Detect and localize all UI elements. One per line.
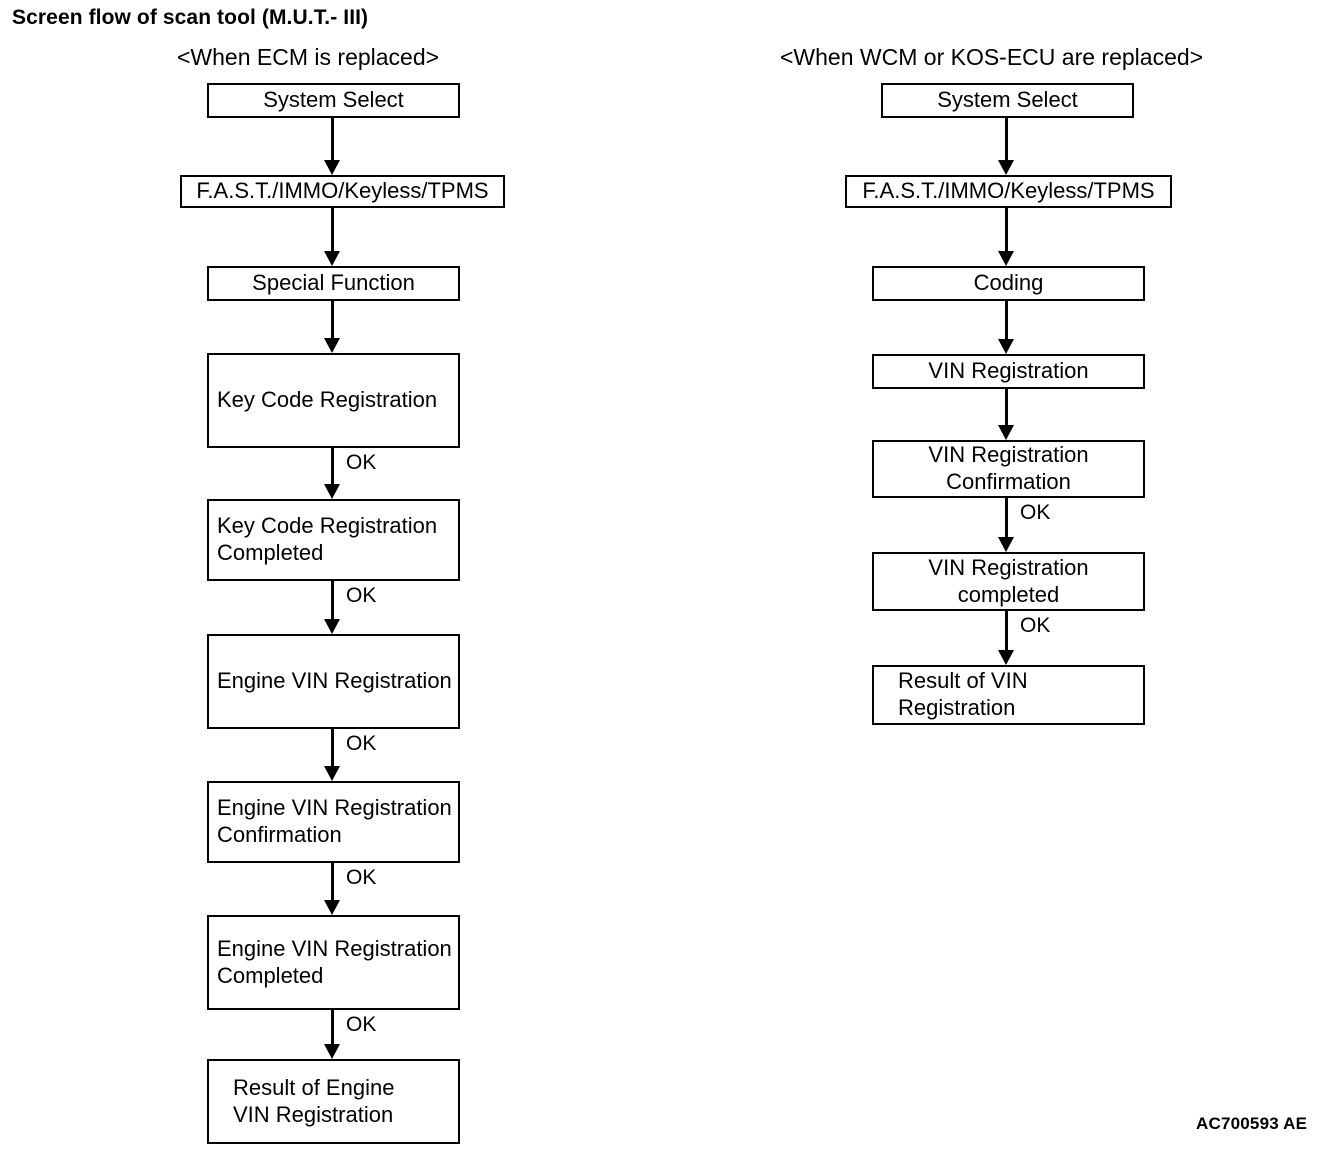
flow-node-label: Coding — [973, 270, 1044, 296]
flow-node-label: F.A.S.T./IMMO/Keyless/TPMS — [196, 178, 489, 204]
flow-connector-line — [1005, 389, 1008, 425]
flow-connector-line — [1005, 611, 1008, 650]
flow-node-ecm-system-select: System Select — [207, 83, 460, 118]
flow-connector-line — [1005, 301, 1008, 339]
flow-node-wcm-vin-registration: VIN Registration — [872, 354, 1145, 389]
edge-label-ok: OK — [1020, 501, 1051, 524]
flow-node-ecm-engine-vin-registration-completed: Engine VIN Registration Completed — [207, 915, 460, 1010]
flow-node-wcm-coding: Coding — [872, 266, 1145, 301]
flow-connector-line — [1005, 208, 1008, 251]
page-title: Screen flow of scan tool (M.U.T.- III) — [12, 6, 369, 29]
flow-connector-line — [331, 1010, 334, 1044]
edge-label-ok: OK — [346, 1013, 377, 1036]
flow-node-ecm-engine-vin-registration: Engine VIN Registration — [207, 634, 460, 729]
flow-node-ecm-engine-vin-registration-confirmation: Engine VIN Registration Confirmation — [207, 781, 460, 863]
arrow-down-icon — [998, 537, 1014, 552]
arrow-down-icon — [324, 766, 340, 781]
arrow-down-icon — [998, 425, 1014, 440]
flow-connector-line — [1005, 498, 1008, 537]
flow-node-ecm-special-function: Special Function — [207, 266, 460, 301]
arrow-down-icon — [998, 339, 1014, 354]
flow-connector-line — [1005, 118, 1008, 160]
flow-node-label: Result of VIN Registration — [898, 668, 1028, 720]
arrow-down-icon — [324, 619, 340, 634]
arrow-down-icon — [324, 251, 340, 266]
arrow-down-icon — [324, 900, 340, 915]
arrow-down-icon — [324, 160, 340, 175]
flow-connector-line — [331, 863, 334, 900]
flow-node-label: Engine VIN Registration — [217, 668, 452, 694]
flow-node-label: Engine VIN Registration Completed — [217, 935, 452, 988]
edge-label-ok: OK — [346, 866, 377, 889]
flow-connector-line — [331, 729, 334, 766]
edge-label-ok: OK — [346, 451, 377, 474]
flow-node-label: Key Code Registration Completed — [217, 513, 438, 565]
flow-node-ecm-key-code-registration-completed: Key Code Registration Completed — [207, 499, 460, 581]
flow-connector-line — [331, 208, 334, 251]
arrow-down-icon — [324, 484, 340, 499]
arrow-down-icon — [998, 650, 1014, 665]
flow-node-ecm-result-of-engine-vin-registration: Result of Engine VIN Registration — [207, 1059, 460, 1144]
edge-label-ok: OK — [346, 732, 377, 755]
flow-node-wcm-vin-registration-confirmation: VIN Registration Confirmation — [872, 440, 1145, 498]
flow-node-label: System Select — [937, 87, 1078, 113]
flow-node-ecm-fast-immo: F.A.S.T./IMMO/Keyless/TPMS — [180, 175, 505, 208]
column-header-ecm: <When ECM is replaced> — [177, 44, 440, 70]
edge-label-ok: OK — [346, 584, 377, 607]
arrow-down-icon — [324, 1044, 340, 1059]
flow-node-wcm-result-of-vin-registration: Result of VIN Registration — [872, 665, 1145, 725]
flow-node-label: Engine VIN Registration Confirmation — [217, 795, 452, 847]
flow-node-label: F.A.S.T./IMMO/Keyless/TPMS — [862, 178, 1155, 204]
flow-connector-line — [331, 448, 334, 484]
column-header-wcm: <When WCM or KOS-ECU are replaced> — [780, 44, 1204, 70]
edge-label-ok: OK — [1020, 614, 1051, 637]
flow-connector-line — [331, 118, 334, 160]
flow-node-wcm-system-select: System Select — [881, 83, 1134, 118]
flow-node-label: VIN Registration — [928, 358, 1089, 384]
flow-connector-line — [331, 301, 334, 338]
flow-node-wcm-fast-immo: F.A.S.T./IMMO/Keyless/TPMS — [845, 175, 1172, 208]
flow-node-label: Key Code Registration — [217, 387, 438, 413]
flow-node-wcm-vin-registration-completed: VIN Registration completed — [872, 552, 1145, 611]
flow-node-label: Result of Engine VIN Registration — [233, 1074, 395, 1127]
flow-node-ecm-key-code-registration: Key Code Registration — [207, 353, 460, 448]
arrow-down-icon — [324, 338, 340, 353]
flow-node-label: System Select — [263, 87, 404, 113]
flow-connector-line — [331, 581, 334, 619]
reference-code: AC700593 AE — [1196, 1114, 1308, 1133]
flow-node-label: Special Function — [252, 270, 415, 296]
flow-node-label: VIN Registration Confirmation — [928, 442, 1089, 494]
arrow-down-icon — [998, 251, 1014, 266]
flow-node-label: VIN Registration completed — [928, 554, 1089, 607]
arrow-down-icon — [998, 160, 1014, 175]
